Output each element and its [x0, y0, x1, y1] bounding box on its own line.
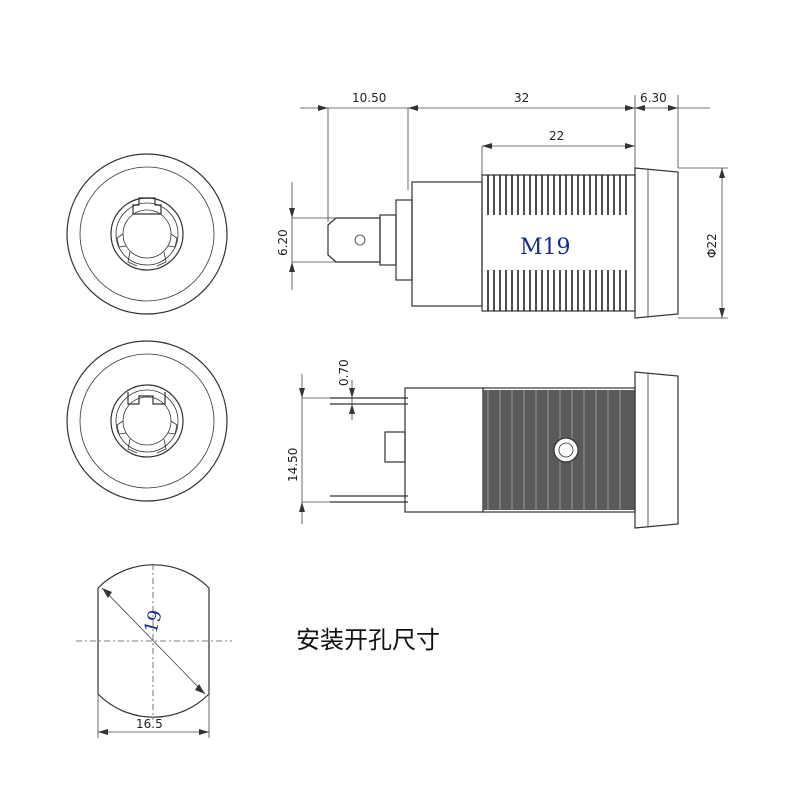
dim-22-length: 22 — [549, 129, 564, 143]
cutout-caption: 安装开孔尺寸 — [296, 626, 440, 654]
thread-lines — [487, 175, 627, 311]
dim-10-50: 10.50 — [352, 91, 386, 105]
dim-dia-22: Φ22 — [705, 233, 719, 258]
cutout-diameter: 19 — [141, 608, 167, 636]
cutout-diagram: 19 16.5 — [76, 564, 232, 738]
dim-32: 32 — [514, 91, 529, 105]
front-view-top — [66, 153, 228, 315]
side-view-bottom: 0.70 14.50 — [286, 359, 679, 529]
dim-0-70: 0.70 — [337, 359, 351, 386]
front-view-bottom — [66, 340, 228, 502]
side-view-top: 10.50 32 6.30 22 — [276, 91, 728, 319]
cutout-width: 16.5 — [136, 717, 163, 731]
thread-label: M19 — [520, 235, 571, 260]
dim-14-50: 14.50 — [286, 448, 300, 482]
dim-6-30: 6.30 — [640, 91, 667, 105]
dim-6-20: 6.20 — [276, 229, 290, 256]
